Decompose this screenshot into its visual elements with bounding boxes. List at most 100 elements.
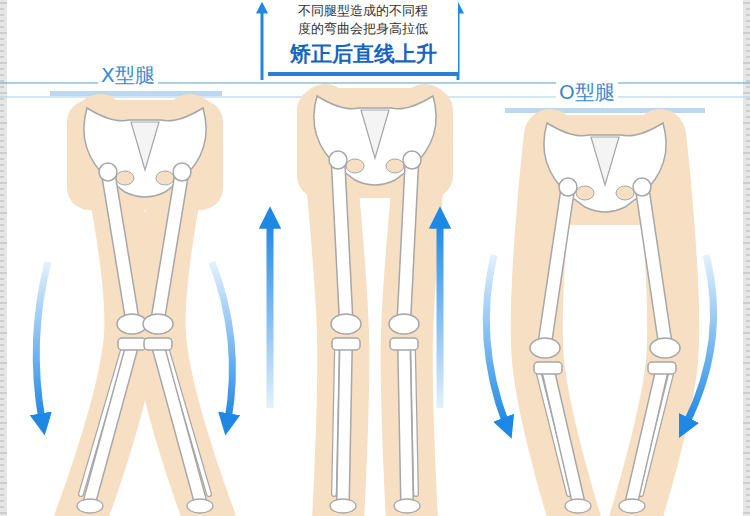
ruler-tick: [746, 141, 750, 142]
ruler-tick: [746, 465, 750, 466]
ruler-tick: [0, 165, 4, 166]
ruler-tick: [743, 213, 750, 214]
ruler-tick: [746, 81, 750, 82]
ruler-tick: [0, 447, 4, 448]
ruler-tick: [0, 195, 4, 196]
ruler-tick: [746, 369, 750, 370]
tibia: [158, 346, 200, 500]
ruler-tick: [0, 45, 4, 46]
ruler-tick: [0, 93, 7, 94]
ruler-tick: [746, 45, 750, 46]
ruler-tick: [0, 111, 4, 112]
ankle: [394, 499, 420, 513]
ruler-tick: [0, 405, 4, 406]
ruler-tick: [0, 15, 4, 16]
ruler-tick: [0, 207, 4, 208]
tibia-outline: [632, 370, 662, 500]
ruler-tick: [746, 345, 750, 346]
ankle: [330, 499, 356, 513]
ruler-tick: [743, 363, 750, 364]
ruler-tick: [0, 183, 7, 184]
ruler-tick: [746, 225, 750, 226]
ruler-tick: [746, 447, 750, 448]
obturator-hole: [386, 159, 404, 173]
ruler-tick: [746, 75, 750, 76]
femur: [404, 160, 412, 318]
ruler-tick: [0, 411, 4, 412]
ruler-tick: [0, 57, 4, 58]
ruler-tick: [746, 111, 750, 112]
ruler-tick: [746, 507, 750, 508]
tibia: [404, 346, 407, 500]
ruler-tick: [746, 117, 750, 118]
ruler-tick: [746, 375, 750, 376]
femur-outline: [338, 160, 346, 318]
femur-outline: [642, 187, 665, 342]
tibia-head: [534, 362, 562, 374]
ruler-tick: [746, 69, 750, 70]
ruler-tick: [0, 381, 4, 382]
ruler-tick: [746, 381, 750, 382]
tibia-head: [648, 362, 676, 374]
tibia: [343, 346, 346, 500]
ruler-tick: [0, 69, 4, 70]
femur-outline: [404, 160, 412, 318]
ruler-tick: [743, 483, 750, 484]
obturator-hole: [156, 171, 174, 185]
ruler-tick: [0, 3, 7, 4]
sacrum: [591, 137, 619, 185]
ruler-tick: [746, 261, 750, 262]
tibia: [632, 370, 662, 500]
ruler-tick: [743, 513, 750, 514]
ruler-tick: [746, 27, 750, 28]
ruler-tick: [746, 165, 750, 166]
ruler-tick: [0, 267, 4, 268]
tibia-outline: [548, 370, 578, 500]
ruler-tick: [0, 123, 7, 124]
femur: [545, 187, 568, 342]
ruler-tick: [0, 129, 4, 130]
femur-outline: [545, 187, 568, 342]
ruler-tick: [0, 321, 4, 322]
ruler-tick: [0, 105, 4, 106]
femur-head: [173, 163, 191, 181]
ruler-tick: [746, 237, 750, 238]
ruler-tick: [746, 135, 750, 136]
ruler-tick: [0, 429, 4, 430]
ruler-tick: [746, 57, 750, 58]
direction-arrow: [437, 222, 444, 408]
ruler-tick: [0, 81, 4, 82]
ruler-tick: [746, 387, 750, 388]
ruler-tick: [0, 237, 4, 238]
ruler-tick: [0, 51, 4, 52]
femur-head: [559, 178, 577, 196]
femur-head: [633, 178, 651, 196]
ruler-tick: [0, 75, 4, 76]
ruler-tick: [0, 399, 4, 400]
ruler-tick: [746, 195, 750, 196]
knee-joint: [530, 338, 560, 358]
ruler-tick: [746, 9, 750, 10]
ruler-tick: [0, 219, 4, 220]
ruler-tick: [743, 453, 750, 454]
leg-figure: [67, 100, 223, 516]
ruler-tick: [0, 201, 4, 202]
ruler-tick: [0, 225, 4, 226]
ruler-tick: [746, 495, 750, 496]
caption-box: 不同腿型造成的不同程度的弯曲会把身高拉低矫正后直线上升: [268, 0, 458, 76]
ruler-tick: [0, 387, 4, 388]
ankle: [565, 499, 591, 513]
ruler-tick: [746, 87, 750, 88]
tibia-head: [118, 338, 146, 350]
obturator-hole: [576, 186, 594, 200]
ruler-tick: [0, 153, 7, 154]
ruler-tick: [0, 315, 4, 316]
ruler-tick: [0, 501, 4, 502]
femur-head: [329, 151, 347, 169]
ruler-tick: [746, 429, 750, 430]
ruler-tick: [0, 87, 4, 88]
ruler-tick: [746, 501, 750, 502]
ruler-tick: [746, 51, 750, 52]
ruler-tick: [0, 459, 4, 460]
ruler-tick: [743, 63, 750, 64]
